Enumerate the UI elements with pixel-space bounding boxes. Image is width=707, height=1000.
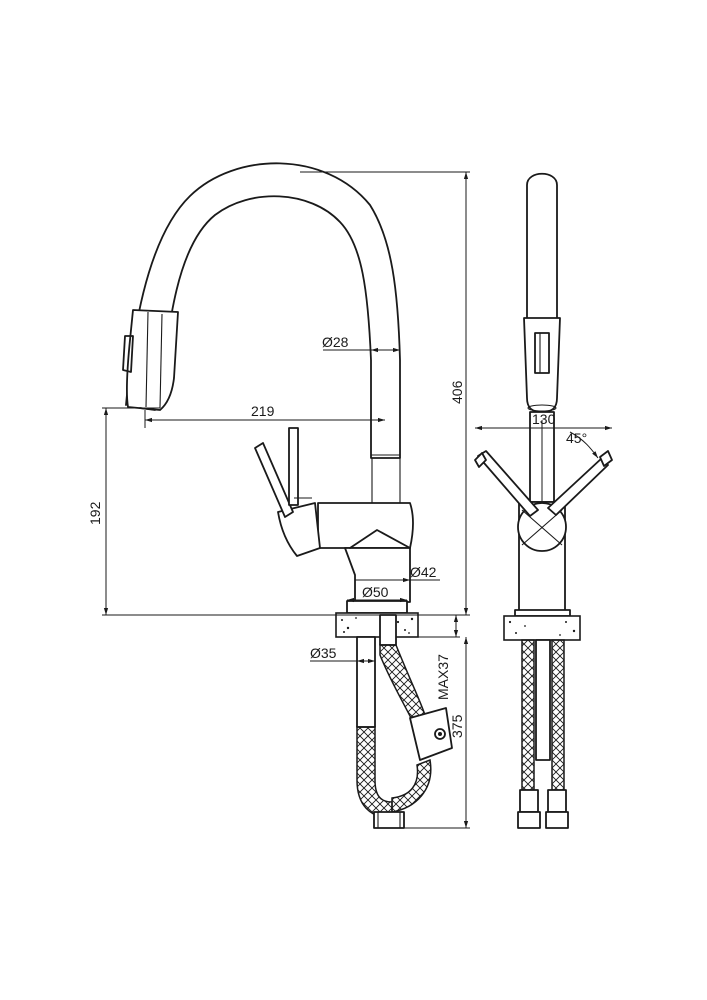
label-shank-diameter: Ø35 <box>310 645 337 661</box>
label-total-height: 406 <box>449 380 465 404</box>
spout-arch <box>125 162 401 459</box>
base-flange <box>335 600 419 638</box>
label-height-outlet: 192 <box>87 501 103 525</box>
supply-lines <box>356 614 453 829</box>
label-reach: 219 <box>251 403 275 419</box>
label-lever-angle: 45° <box>566 430 587 446</box>
label-max-counter: MAX37 <box>435 654 451 700</box>
label-body-diameter: Ø42 <box>410 564 437 580</box>
side-view: 130 45° <box>474 172 613 829</box>
label-hose-length: 375 <box>449 714 465 738</box>
counter-specks <box>341 617 414 634</box>
faucet-body <box>317 458 414 603</box>
label-base-diameter: Ø50 <box>362 584 389 600</box>
dimension-lines <box>102 171 470 829</box>
front-view: Ø28 219 192 406 Ø42 Ø50 Ø35 MAX37 375 <box>87 162 470 829</box>
side-lever <box>254 427 321 557</box>
label-side-width: 130 <box>532 411 556 427</box>
dimension-labels: Ø28 219 192 406 Ø42 Ø50 Ø35 MAX37 375 <box>87 334 465 738</box>
spray-head <box>122 309 179 411</box>
label-spout-diameter: Ø28 <box>322 334 349 350</box>
